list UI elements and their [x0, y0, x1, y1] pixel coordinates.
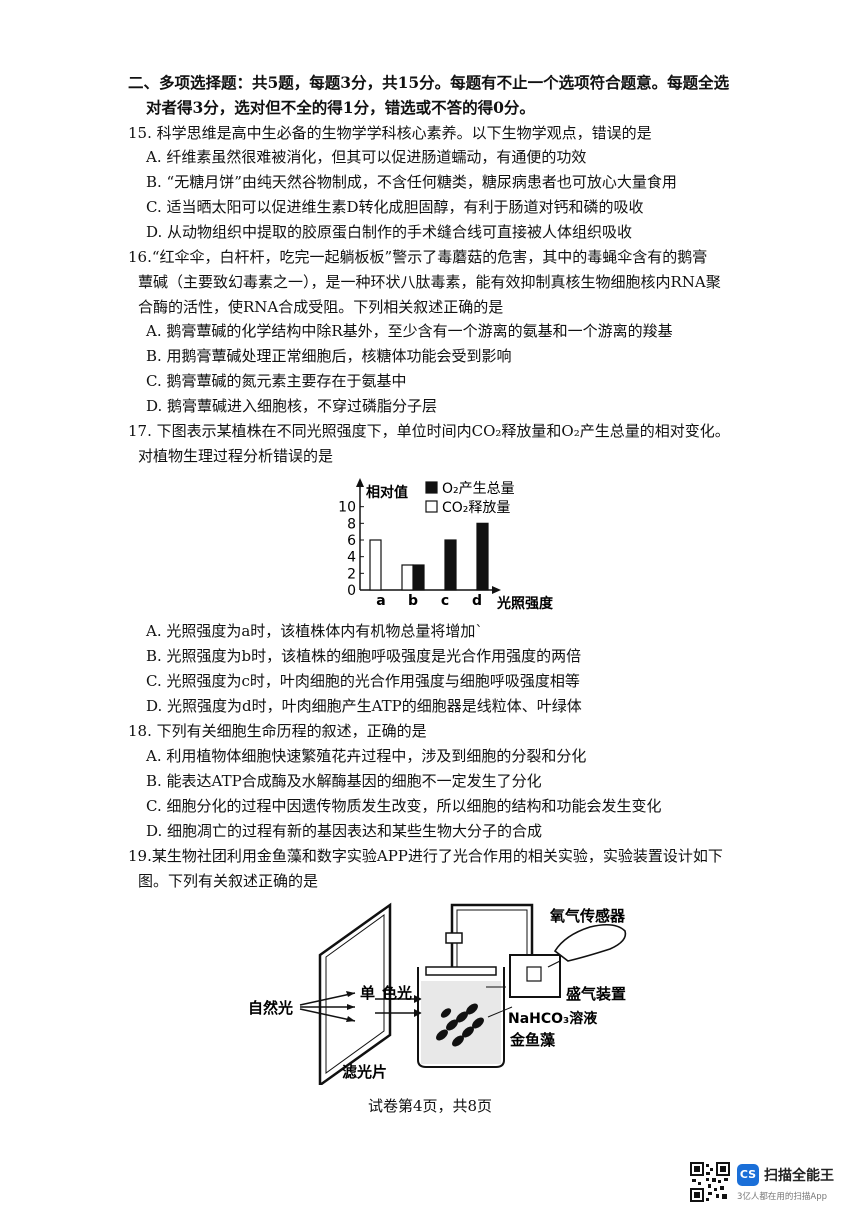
q16-option-a: A. 鹅膏蕈碱的化学结构中除R基外，至少含有一个游离的氨基和一个游离的羧基 — [146, 322, 673, 340]
legend-swatch-o2 — [425, 481, 438, 494]
gas-container — [509, 954, 561, 998]
q15-option-c: C. 适当晒太阳可以促进维生素D转化成胆固醇，有利于肠道对钙和磷的吸收 — [146, 198, 644, 216]
legend-label-co2: CO₂释放量 — [442, 500, 510, 516]
q19-stem-line1: 19.某生物社团利用金鱼藻和数字实验APP进行了光合作用的相关实验，实验装置设计… — [128, 847, 723, 865]
x-tick-label: a — [376, 593, 385, 609]
q15-stem: 15. 科学思维是高中生必备的生物学学科核心素养。以下生物学观点，错误的是 — [128, 124, 652, 142]
q17-option-c: C. 光照强度为c时，叶肉细胞的光合作用强度与细胞呼吸强度相等 — [146, 672, 580, 690]
arrow-head-1 — [346, 991, 355, 997]
x-tick-label: b — [408, 593, 418, 609]
section-title-line2: 对者得3分，选对但不全的得1分，错选或不答的得0分。 — [146, 98, 535, 117]
q18-option-d: D. 细胞凋亡的过程有新的基因表达和某些生物大分子的合成 — [146, 822, 543, 840]
y-tick-label: 8 — [347, 516, 356, 532]
filter-plate-inner — [325, 914, 385, 1074]
sensor-wire — [547, 960, 561, 968]
label-mono-light-2: 色光 — [382, 984, 412, 1002]
label-solution: NaHCO₃溶液 — [508, 1010, 598, 1027]
q16-option-b: B. 用鹅膏蕈碱处理正常细胞后，核糖体功能会受到影响 — [146, 347, 512, 365]
qr-code-icon — [690, 1162, 730, 1202]
label-mono-light-1: 单 — [360, 984, 375, 1002]
bar-o2-d — [476, 522, 489, 591]
beaker-lid — [425, 966, 497, 976]
filter-plate — [318, 902, 392, 1085]
label-oxygen-sensor: 氧气传感器 — [549, 907, 626, 925]
brand-tagline: 3亿人都在用的扫描App — [737, 1192, 828, 1202]
q17-option-b: B. 光照强度为b时，该植株的细胞呼吸强度是光合作用强度的两倍 — [146, 647, 582, 665]
label-gas-container: 盛气装置 — [566, 985, 626, 1003]
q16-stem-line3: 合酶的活性，使RNA合成受阻。下列相关叙述正确的是 — [138, 298, 504, 316]
q18-stem: 18. 下列有关细胞生命历程的叙述，正确的是 — [128, 722, 427, 740]
arrow-head-3 — [346, 1016, 355, 1022]
brand-name: 扫描全能王 — [764, 1168, 834, 1184]
q17-option-a: A. 光照强度为a时，该植株体内有机物总量将增加` — [146, 622, 483, 640]
legend-swatch-co2 — [425, 500, 438, 513]
apparatus-diagram: 自然光 单 色光 滤光片 氧气传感器 盛气装置 NaHCO₃溶液 金鱼藻 — [248, 902, 627, 1085]
plant-pointer — [487, 1006, 513, 1018]
q15-option-d: D. 从动物组织中提取的胶原蛋白制作的手术缝合线可直接被人体组织吸收 — [146, 223, 633, 241]
y-tick-label: 2 — [347, 566, 356, 582]
q18-option-a: A. 利用植物体细胞快速繁殖花卉过程中，涉及到细胞的分裂和分化 — [146, 747, 587, 765]
label-plant: 金鱼藻 — [509, 1031, 556, 1049]
page-footer: 试卷第4页，共8页 — [367, 1097, 493, 1115]
y-tick-label: 0 — [347, 583, 356, 599]
q19-stem-line2: 图。下列有关叙述正确的是 — [138, 872, 319, 890]
y-axis-arrow — [356, 478, 364, 487]
y-tick-label: 6 — [347, 533, 356, 549]
x-tick-label: d — [472, 593, 482, 609]
x-axis-arrow — [492, 586, 501, 594]
container-tag — [526, 966, 542, 982]
beaker-liquid — [421, 981, 501, 1064]
label-natural-light: 自然光 — [248, 999, 293, 1017]
scanner-brand: CS 扫描全能王 3亿人都在用的扫描App — [690, 1162, 850, 1206]
q17-stem-line1: 17. 下图表示某植株在不同光照强度下，单位时间内CO₂释放量和O₂产生总量的相… — [128, 422, 730, 440]
gas-tube — [450, 903, 534, 967]
q15-option-b: B. “无糖月饼”由纯天然谷物制成，不含任何糖类，糖尿病患者也可放心大量食用 — [146, 173, 677, 191]
cs-logo-icon: CS — [737, 1164, 759, 1186]
bar-o2-b — [412, 564, 425, 591]
q17-option-d: D. 光照强度为d时，叶肉细胞产生ATP的细胞器是线粒体、叶绿体 — [146, 697, 582, 715]
algae — [436, 1003, 484, 1047]
q16-stem-line2: 蕈碱（主要致幻毒素之一），是一种环状八肽毒素，能有效抑制真核生物细胞核内RNA聚 — [138, 273, 721, 291]
y-axis-label: 相对值 — [366, 484, 408, 501]
gas-tube-inner — [456, 909, 528, 967]
label-filter: 滤光片 — [342, 1063, 387, 1081]
q16-option-d: D. 鹅膏蕈碱进入细胞核，不穿过磷脂分子层 — [146, 397, 438, 415]
q18-option-c: C. 细胞分化的过程中因遗传物质发生改变，所以细胞的结构和功能会发生变化 — [146, 797, 662, 815]
x-tick-label: c — [441, 593, 449, 609]
x-axis-label: 光照强度 — [496, 595, 554, 612]
q15-option-a: A. 纤维素虽然很难被消化，但其可以促进肠道蠕动，有通便的功效 — [146, 148, 587, 166]
bar-co2-a — [369, 539, 382, 591]
q18-option-b: B. 能表达ATP合成酶及水解酶基因的细胞不一定发生了分化 — [146, 772, 542, 790]
bar-co2-b — [401, 564, 414, 591]
legend-label-o2: O₂产生总量 — [442, 481, 515, 497]
oxygen-sensor — [553, 923, 627, 962]
tube-clip — [445, 932, 463, 944]
section-title-line1: 二、多项选择题：共5题，每题3分，共15分。每题有不止一个选项符合题意。每题全选 — [128, 73, 730, 92]
arrow-head-2 — [347, 1004, 355, 1010]
natural-light-arrow-3 — [299, 1008, 356, 1022]
q16-option-c: C. 鹅膏蕈碱的氮元素主要存在于氨基中 — [146, 372, 407, 390]
y-tick-label: 4 — [347, 550, 356, 566]
y-tick-label: 10 — [338, 500, 356, 516]
beaker — [417, 967, 505, 1068]
q16-stem-line1: 16.“红伞伞，白杆杆，吃完一起躺板板”警示了毒蘑菇的危害，其中的毒蝇伞含有的鹅… — [128, 248, 708, 266]
bar-o2-c — [444, 539, 457, 591]
q17-stem-line2: 对植物生理过程分析错误的是 — [138, 447, 334, 465]
natural-light-arrow-1 — [299, 992, 356, 1006]
